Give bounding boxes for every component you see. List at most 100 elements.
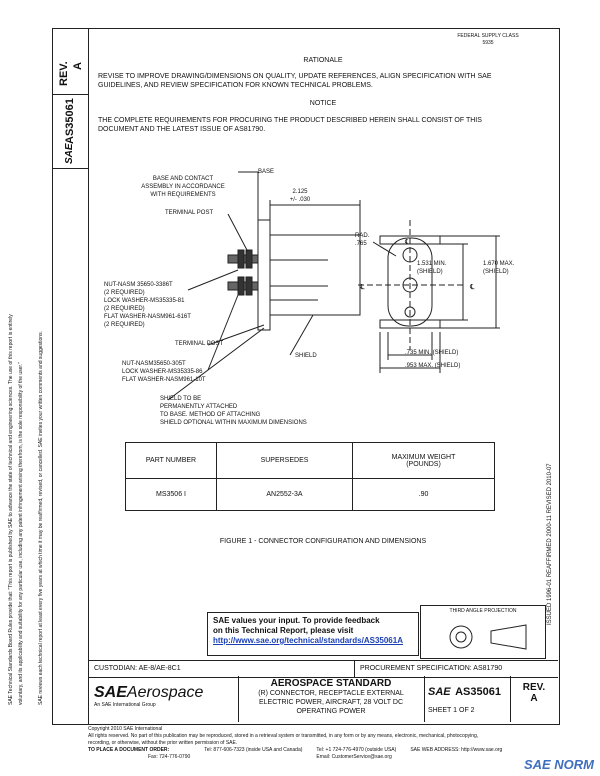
footer-fax: Fax: 724-776-0790 — [148, 754, 191, 760]
standard-number: AS35061 — [64, 98, 76, 144]
standard-number-box: SAE AS35061 — [52, 94, 88, 169]
feedback-box: SAE values your input. To provide feedba… — [207, 612, 419, 656]
notice-line2: DOCUMENT AND THE LATEST ISSUE OF AS81790… — [98, 126, 266, 133]
dim-1531-line1: 1.531 MIN. — [417, 261, 447, 267]
shield-note-line3: TO BASE. METHOD OF ATTACHING — [160, 412, 261, 418]
footer-tel-1: Tel: 877-606-7323 (inside USA and Canada… — [204, 747, 303, 753]
shield-note-line4: SHIELD OPTIONAL WITHIN MAXIMUM DIMENSION… — [160, 420, 307, 426]
base-contact-line3: WITH REQUIREMENTS — [150, 192, 216, 198]
nut2-line3: FLAT WASHER-NASM961-10T — [122, 377, 206, 383]
label-nut2-group: NUT-NASM35650-305T LOCK WASHER-MS35335-8… — [122, 360, 206, 384]
custodian-row: CUSTODIAN: AE-8/AE-8C1 PROCUREMENT SPECI… — [88, 660, 558, 678]
feedback-link[interactable]: http://www.sae.org/technical/standards/A… — [213, 636, 403, 645]
label-shield: SHIELD — [295, 353, 317, 359]
dim-2125-value: 2.125 — [292, 189, 308, 195]
label-shield-note: SHIELD TO BE PERMANENTLY ATTACHED TO BAS… — [160, 395, 307, 427]
footer-copyright: Copyright 2010 SAE International — [88, 726, 163, 732]
centerline-right: ℄ — [470, 284, 475, 291]
nut-line2: (2 REQUIRED) — [104, 290, 145, 296]
projection-label: THIRD ANGLE PROJECTION — [449, 608, 517, 614]
shield-note-line1: SHIELD TO BE — [160, 396, 202, 402]
dim-1670-line2: (SHIELD) — [483, 269, 509, 275]
label-terminal-post-top: TERMINAL POST — [165, 210, 214, 216]
centerline-left: ℄ — [360, 284, 365, 291]
footer-web[interactable]: SAE WEB ADDRESS: http://www.sae.org — [410, 747, 503, 753]
rev-cell: REV. A — [510, 682, 558, 704]
projection-box: THIRD ANGLE PROJECTION — [420, 605, 546, 659]
rationale-heading: RATIONALE — [303, 57, 343, 64]
issue-history: ISSUED 1996-01 REAFFIRMED 2000-11 REVISE… — [547, 463, 553, 625]
logo-aerospace: Aerospace — [126, 684, 204, 701]
cell-supersedes: AN2552-3A — [216, 478, 353, 511]
rev-value: A — [72, 62, 84, 70]
label-base: BASE — [258, 169, 275, 175]
title-text: AEROSPACE STANDARD (R) CONNECTOR, RECEPT… — [238, 678, 424, 716]
label-nut-group: NUT-NASM 35650-3386T (2 REQUIRED) LOCK W… — [104, 281, 191, 329]
nut-line5: FLAT WASHER-NASM961-616T — [104, 314, 191, 320]
rad-line2: .765 — [355, 241, 367, 247]
drawing-frame — [88, 28, 560, 725]
dim-1670-line1: 1.670 MAX. — [483, 261, 515, 267]
sae-mark: SAE — [64, 143, 75, 164]
base-contact-line2: ASSEMBLY IN ACCORDANCE — [141, 184, 225, 190]
nut2-line2: LOCK WASHER-MS35335-86 — [122, 369, 203, 375]
title-main: AEROSPACE STANDARD — [270, 678, 392, 689]
cell-part-number: MS3506 I — [125, 478, 217, 511]
connector-drawing — [167, 171, 500, 401]
table-row: MS3506 I AN2552-3A .90 — [125, 478, 495, 511]
notice-body: THE COMPLETE REQUIREMENTS FOR PROCURING … — [98, 116, 548, 134]
side-text-3: SAE reviews each technical report at lea… — [38, 331, 44, 705]
rationale-line1: REVISE TO IMPROVE DRAWING/DIMENSIONS ON … — [98, 73, 492, 80]
rev-cell-label: REV. — [522, 682, 546, 693]
header-supersedes: SUPERSEDES — [216, 442, 353, 479]
sae-aerospace-logo: SAEAerospace An SAE International Group — [94, 684, 234, 709]
sae-norm-watermark: SAE NORM — [523, 757, 594, 772]
parts-table: PART NUMBER SUPERSEDES MAXIMUM WEIGHT (P… — [125, 442, 495, 511]
nut-line6: (2 REQUIRED) — [104, 322, 145, 328]
doc-number-cell: SAE AS35061 SHEET 1 OF 2 — [428, 682, 508, 715]
side-text-2: voluntary, and its applicability and sui… — [18, 362, 24, 705]
stamp-line1: FEDERAL SUPPLY CLASS — [457, 33, 519, 39]
footer-order-label: TO PLACE A DOCUMENT ORDER: — [88, 747, 170, 753]
custodian: CUSTODIAN: AE-8/AE-8C1 — [94, 665, 181, 672]
nut-line3: LOCK WASHER-MS35335-81 — [104, 298, 185, 304]
title-line2: ELECTRIC POWER, AIRCRAFT, 28 VOLT DC — [258, 699, 404, 706]
notice-line1: THE COMPLETE REQUIREMENTS FOR PROCURING … — [98, 117, 482, 124]
dim-1531-line2: (SHIELD) — [417, 269, 443, 275]
nut-line1: NUT-NASM 35650-3386T — [104, 282, 173, 288]
feedback-line2: on this Technical Report, please visit — [213, 626, 354, 635]
doc-number: AS35061 — [455, 686, 501, 698]
footer-rights-2: recording, or otherwise, without the pri… — [88, 740, 238, 746]
label-dim-2125: 2.125 +/- .030 — [275, 188, 325, 204]
rev-cell-value: A — [530, 693, 538, 704]
nut2-line1: NUT-NASM35650-305T — [122, 361, 186, 367]
procurement-spec: PROCUREMENT SPECIFICATION: AS81790 — [360, 665, 503, 672]
cell-weight: .90 — [352, 478, 495, 511]
rev-label: REV. — [58, 61, 70, 86]
centerline-top: ℄ — [405, 239, 410, 246]
label-dim-1531: 1.531 MIN. (SHIELD) — [417, 260, 446, 276]
label-rad: RAD. .765 — [355, 232, 369, 248]
label-dim-1670: 1.670 MAX. (SHIELD) — [483, 260, 514, 276]
rationale-line2: GUIDELINES, AND REVIEW SPECIFICATION FOR… — [98, 82, 373, 89]
base-plate-shape — [257, 219, 271, 331]
left-column — [52, 28, 89, 725]
dim-2125-tolerance: +/- .030 — [289, 197, 311, 203]
projection-symbol-icon — [449, 624, 527, 650]
footer: Copyright 2010 SAE International All rig… — [88, 726, 558, 761]
feedback-line1: SAE values your input. To provide feedba… — [213, 616, 380, 625]
supply-class-stamp: FEDERAL SUPPLY CLASS 5935 — [448, 33, 528, 47]
footer-email: Email: CustomerService@sae.org — [316, 754, 392, 760]
shield-body-shape — [269, 234, 361, 316]
label-base-contact: BASE AND CONTACT ASSEMBLY IN ACCORDANCE … — [128, 175, 238, 199]
header-max-weight: MAXIMUM WEIGHT (POUNDS) — [352, 442, 495, 479]
shield-note-line2: PERMANENTLY ATTACHED — [160, 404, 238, 410]
footer-tel-2: Tel: +1 724-776-4970 (outside USA) — [316, 747, 397, 753]
side-text-1: SAE Technical Standards Board Rules prov… — [8, 314, 14, 705]
label-dim-953: .953 MAX. (SHIELD) — [405, 363, 461, 369]
notice-heading: NOTICE — [309, 100, 337, 107]
nut-line4: (2 REQUIRED) — [104, 306, 145, 312]
logo-sub: An SAE International Group — [94, 702, 156, 708]
title-line3: OPERATING POWER — [296, 708, 366, 715]
label-dim-735: .735 MIN. (SHIELD) — [405, 350, 459, 356]
